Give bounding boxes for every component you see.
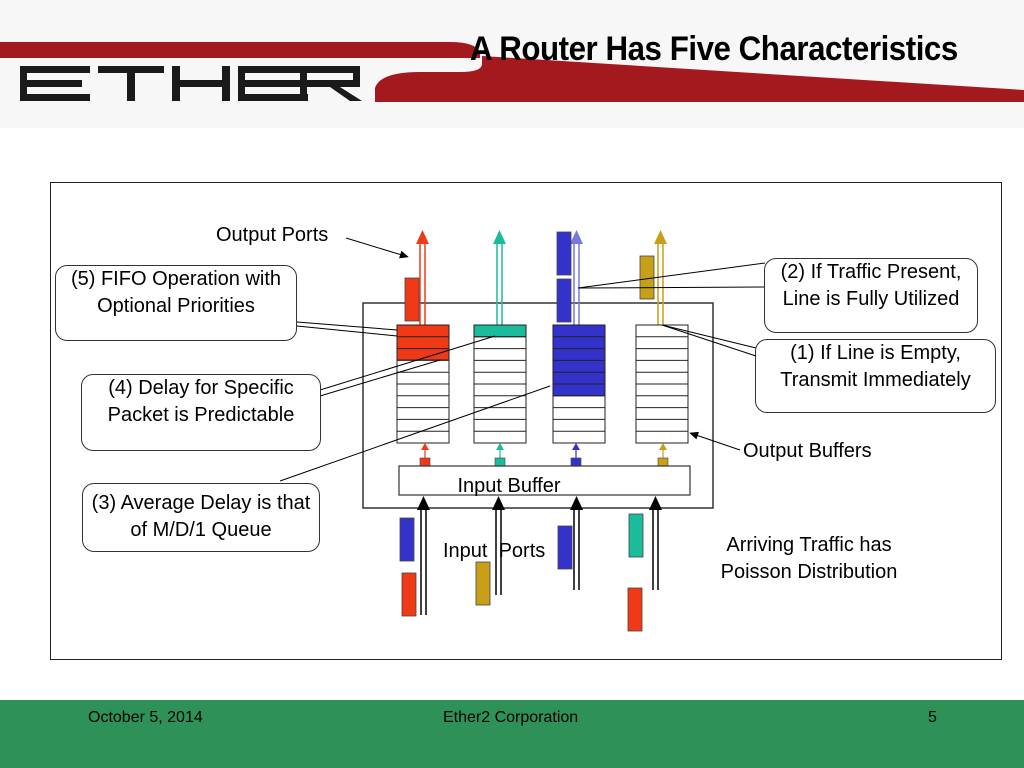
callout-fifo-operation: (5) FIFO Operation with Optional Priorit… xyxy=(55,265,297,341)
output-port-red xyxy=(416,230,429,325)
footer-company: Ether2 Corporation xyxy=(443,709,579,726)
input-port-1 xyxy=(417,496,430,615)
packet-blue-out-1 xyxy=(556,231,572,276)
arriving-traffic-label: Arriving Traffic has Poisson Distributio… xyxy=(720,534,898,583)
footer-page-number: 5 xyxy=(928,709,937,726)
input-port-3 xyxy=(570,496,583,590)
callout-traffic-present: (2) If Traffic Present, Line is Fully Ut… xyxy=(764,258,978,333)
packet-gold-out xyxy=(639,255,655,300)
internal-arrow-teal xyxy=(494,443,506,467)
output-buffers-label: Output Buffers xyxy=(743,440,872,462)
packet-blue-out-2 xyxy=(556,278,572,323)
output-buffer-red xyxy=(396,324,450,444)
output-buffer-teal xyxy=(473,324,527,444)
router-diagram: Input Buffer xyxy=(279,230,766,632)
slide-title: A Router Has Five Characteristics xyxy=(470,30,958,68)
packet-blue-in-2 xyxy=(557,525,573,570)
slide-header: A Router Has Five Characteristics xyxy=(0,0,1024,130)
input-port-4 xyxy=(649,496,662,590)
packet-teal-in xyxy=(628,513,644,558)
callout-line-empty: (1) If Line is Empty, Transmit Immediate… xyxy=(755,339,996,413)
slide-footer: October 5, 2014 Ether2 Corporation 5 xyxy=(0,700,1024,768)
output-ports-label: Output Ports xyxy=(216,224,329,246)
input-port-2 xyxy=(492,496,505,595)
footer-date: October 5, 2014 xyxy=(88,709,203,726)
callout-delay-predictable: (4) Delay for Specific Packet is Predict… xyxy=(81,374,321,451)
output-buffer-blue xyxy=(552,324,606,444)
output-port-teal xyxy=(493,230,506,325)
callout-average-delay: (3) Average Delay is that of M/D/1 Queue xyxy=(82,483,320,552)
packet-blue-in-1 xyxy=(399,517,415,562)
input-buffer-box xyxy=(398,465,691,496)
packet-gold-in xyxy=(475,561,491,606)
output-buffer-gold xyxy=(635,324,689,444)
leader-lines xyxy=(279,237,766,482)
input-ports-label: Input Ports xyxy=(443,540,546,562)
diagram-frame xyxy=(50,182,1002,660)
packet-red-in-1 xyxy=(401,572,417,617)
output-port-gold xyxy=(654,230,667,325)
packet-red-in-2 xyxy=(627,587,643,632)
output-port-blue xyxy=(570,230,583,325)
packet-red-out xyxy=(404,277,420,322)
ether2-logo xyxy=(0,0,1024,128)
input-buffer-label: Input Buffer xyxy=(457,475,560,497)
